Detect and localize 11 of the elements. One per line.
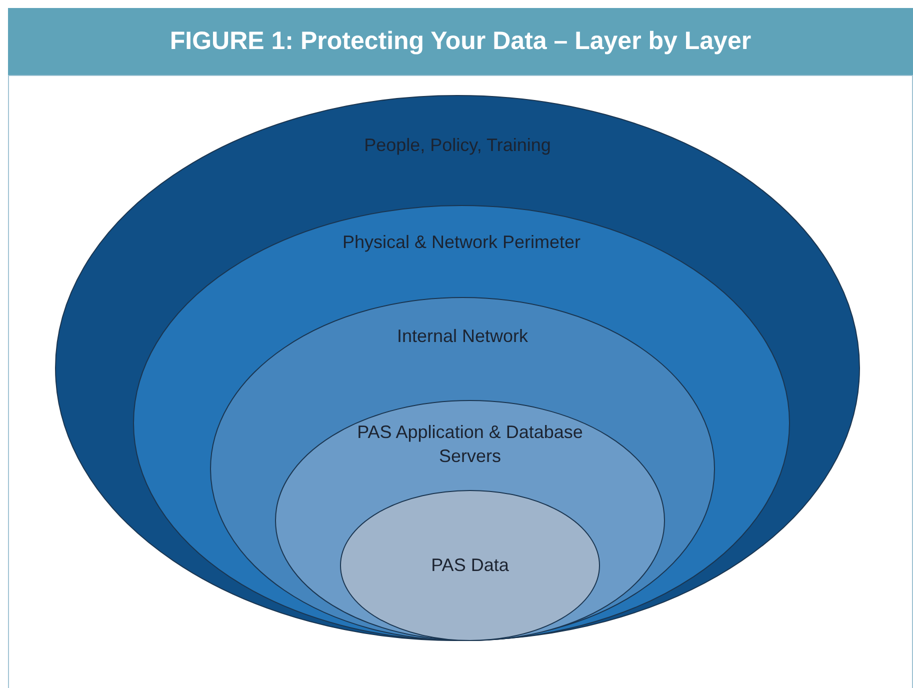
layer-label: PAS Data xyxy=(430,554,510,577)
figure-title: FIGURE 1: Protecting Your Data – Layer by Layer xyxy=(8,8,913,75)
layer-ellipse xyxy=(133,205,790,641)
layer-label: People, Policy, Training xyxy=(363,134,552,157)
layer-ellipse xyxy=(55,95,860,641)
layer-label: Physical & Network Perimeter xyxy=(341,231,582,254)
layer-label: Internal Network xyxy=(396,325,530,348)
layer-ellipse xyxy=(340,490,600,641)
layer-ellipse xyxy=(275,400,665,641)
layer-ellipse xyxy=(210,297,715,641)
layer-label: PAS Application & Database Servers xyxy=(356,421,584,468)
